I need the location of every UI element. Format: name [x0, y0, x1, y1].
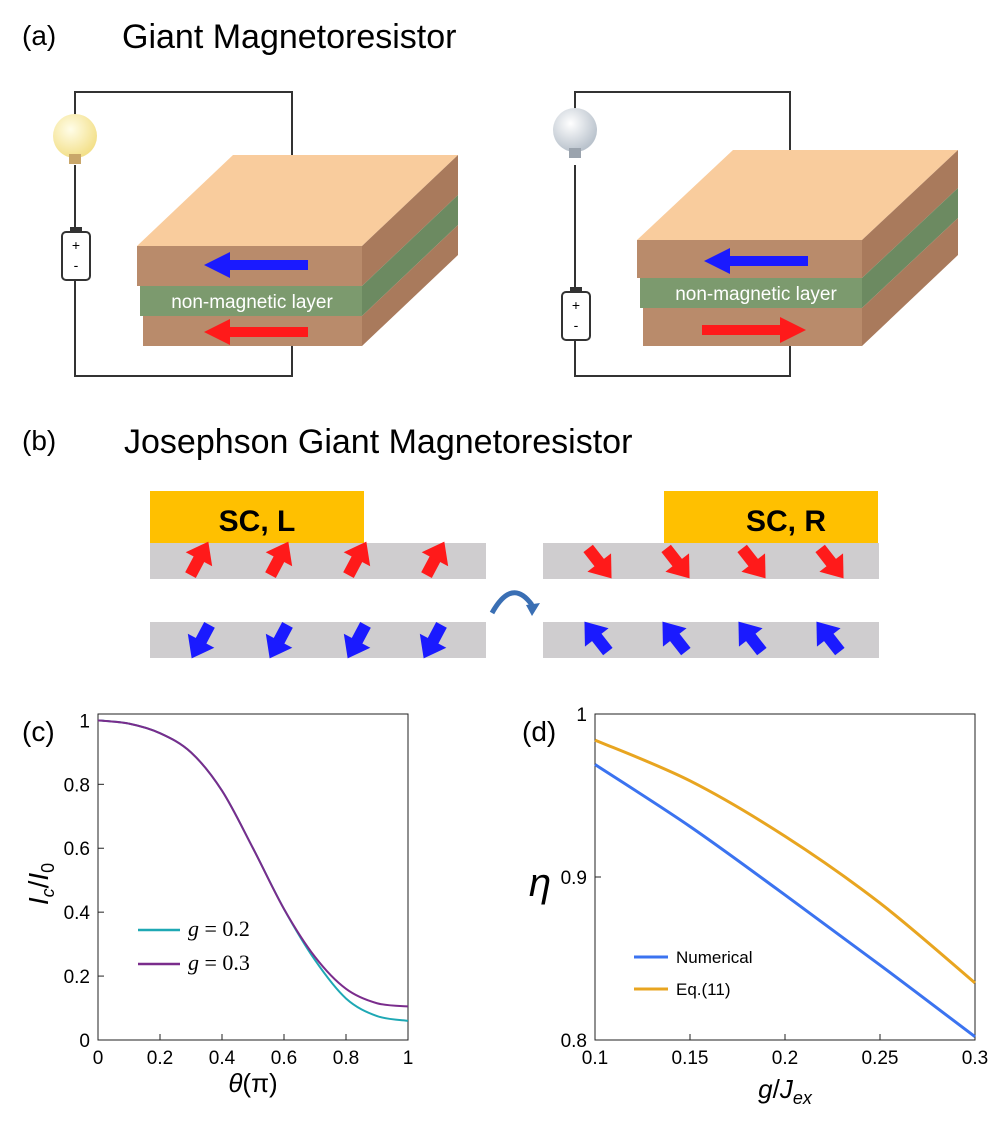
panel-b-title: Josephson Giant Magnetoresistor: [124, 423, 633, 461]
sc-left: [150, 491, 364, 543]
gmr-illustration: + - non-magnetic layer: [53, 91, 958, 377]
gmr-left-device: + - non-magnetic layer: [53, 91, 458, 377]
panel-c-label: (c): [22, 716, 55, 747]
block-front-spacer: [140, 286, 362, 316]
top-magnetization-arrow: [204, 252, 308, 278]
battery-icon: + -: [61, 227, 91, 281]
spin-arrow-icon: [265, 541, 293, 578]
sc-right: [664, 491, 878, 543]
x-tick-label: 0.2: [772, 1048, 798, 1069]
spin-arrow-icon: [816, 621, 845, 656]
gmr-right-device: + - non-magnetic layer: [553, 91, 958, 377]
spin-arrow-icon: [584, 621, 613, 656]
spin-arrow-icon: [815, 544, 844, 579]
bottom-magnetization-arrow: [702, 317, 806, 343]
spin-arrow-icon: [343, 541, 371, 578]
y-tick-label: 0.8: [561, 1031, 587, 1052]
right-bottom-spin-arrows: [584, 621, 845, 656]
block-side-bottom-layer: [862, 218, 958, 346]
x-tick-label: 0.15: [672, 1048, 709, 1069]
wire-bottom: [574, 340, 791, 377]
block-side-top-layer: [862, 150, 958, 278]
block-top-face: [637, 150, 958, 240]
chart-d: 0.1 0.15 0.2 0.25 0.3 0.8 0.9 1NumericalEq.(11)…: [529, 705, 988, 1108]
series-line-2: [594, 738, 976, 985]
panel-b-label: (b): [22, 425, 57, 456]
y-tick-label: 0.8: [64, 775, 90, 796]
legend: g = 0.2 g = 0.3: [138, 916, 250, 975]
spacer-label: non-magnetic layer: [171, 292, 333, 313]
block-side-top-layer: [362, 155, 458, 286]
x-tick-label: 0.3: [962, 1048, 988, 1069]
x-tick-label: 1: [403, 1048, 414, 1069]
plot-frame: [97, 713, 409, 1041]
battery-minus: -: [74, 257, 79, 273]
spin-arrow-icon: [185, 541, 213, 578]
left-bottom-spin-arrows: [187, 622, 447, 659]
sc-right-label: SC, R: [746, 505, 826, 538]
spin-arrow-icon: [343, 622, 371, 659]
x-tick-label: 0.25: [862, 1048, 899, 1069]
battery-icon: + -: [561, 287, 591, 341]
light-bulb-on-icon: [53, 114, 97, 164]
y-tick-label: 0.6: [64, 839, 90, 860]
spin-arrow-icon: [421, 541, 449, 578]
x-tick-label: 0.8: [333, 1048, 359, 1069]
spin-arrow-icon: [737, 544, 766, 579]
wire-bottom: [74, 280, 293, 377]
block-side-bottom-layer: [362, 225, 458, 346]
x-axis-label: θ(π): [228, 1068, 277, 1098]
x-tick-label: 0.4: [209, 1048, 236, 1069]
block-front-spacer: [640, 278, 862, 308]
legend-label: g = 0.2: [188, 916, 250, 941]
left-top-spin-arrows: [185, 541, 449, 578]
spin-arrow-icon: [738, 621, 767, 656]
y-tick-label: 0: [79, 1031, 90, 1052]
spin-arrow-icon: [661, 544, 690, 579]
series-line-1: [594, 763, 976, 1038]
spin-arrow-icon: [583, 544, 612, 579]
light-bulb-off-icon: [553, 108, 597, 158]
top-magnetization-arrow: [704, 248, 808, 274]
block-side-spacer: [362, 195, 458, 316]
y-tick-label: 1: [576, 705, 587, 726]
bottom-magnetization-arrow: [204, 319, 308, 345]
battery-minus: -: [574, 317, 579, 333]
x-tick-label: 0.1: [582, 1048, 608, 1069]
spin-arrow-icon: [419, 622, 447, 659]
right-top-spin-arrows: [583, 544, 844, 579]
y-axis-label: Ic/I0: [23, 863, 58, 905]
legend-label: Numerical: [676, 948, 753, 967]
panel-a-title: Giant Magnetoresistor: [122, 18, 457, 56]
y-tick-label: 0.2: [64, 967, 90, 988]
legend-label: g = 0.3: [188, 950, 250, 975]
x-tick-label: 0: [93, 1048, 104, 1069]
battery-plus: +: [72, 237, 80, 253]
y-axis-label: η: [529, 861, 551, 905]
x-axis-label: g/Jex: [758, 1074, 813, 1108]
block-side-spacer: [862, 188, 958, 308]
jgmr-illustration: SC, L SC, R: [150, 491, 879, 659]
spin-arrow-icon: [187, 622, 215, 659]
panel-a-label: (a): [22, 20, 57, 51]
legend-label: Eq.(11): [676, 980, 731, 999]
series-line-2: [97, 719, 409, 1008]
spin-arrow-icon: [265, 622, 293, 659]
y-tick-label: 1: [79, 711, 90, 732]
spacer-label: non-magnetic layer: [675, 284, 837, 305]
battery-plus: +: [572, 297, 580, 313]
x-tick-label: 0.2: [147, 1048, 173, 1069]
y-tick-label: 0.9: [561, 868, 587, 889]
spin-arrow-icon: [662, 621, 691, 656]
block-top-face: [137, 155, 458, 246]
panel-d-label: (d): [522, 716, 557, 747]
rotation-arrow-icon: [489, 590, 540, 616]
y-tick-label: 0.4: [64, 903, 91, 924]
x-tick-label: 0.6: [271, 1048, 297, 1069]
sc-left-label: SC, L: [219, 505, 296, 538]
series-line-1: [97, 719, 409, 1022]
